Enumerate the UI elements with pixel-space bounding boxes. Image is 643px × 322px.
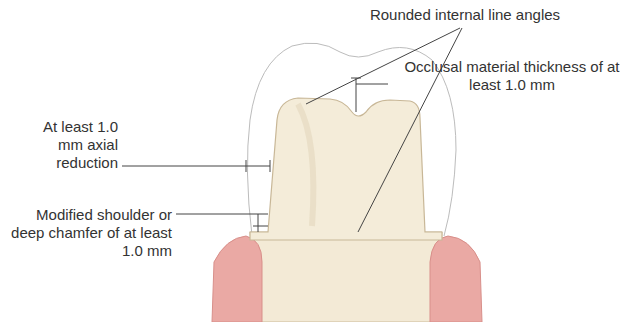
tooth-root — [250, 232, 442, 322]
callout-label: At least 1.0 mm axial reduction — [14, 118, 118, 172]
gingiva-left — [212, 236, 262, 322]
leader-line — [176, 214, 268, 215]
callout-label: Rounded internal line angles — [340, 6, 590, 24]
dimension-tick — [253, 226, 268, 227]
dimension-tick — [270, 160, 271, 172]
dimension-tick — [351, 78, 361, 79]
callout-label: Occlusal material thickness of at least … — [392, 58, 632, 94]
leader-line — [122, 166, 270, 167]
callout-label: Modified shoulder or deep chamfer of at … — [4, 206, 172, 260]
gingiva-right — [430, 236, 482, 322]
dimension-tick — [246, 160, 247, 172]
dimension-line — [356, 78, 357, 112]
dimension-line — [258, 214, 259, 232]
prepared-tooth — [250, 98, 442, 240]
leader-line — [356, 84, 388, 85]
tooth-shading — [298, 104, 313, 226]
